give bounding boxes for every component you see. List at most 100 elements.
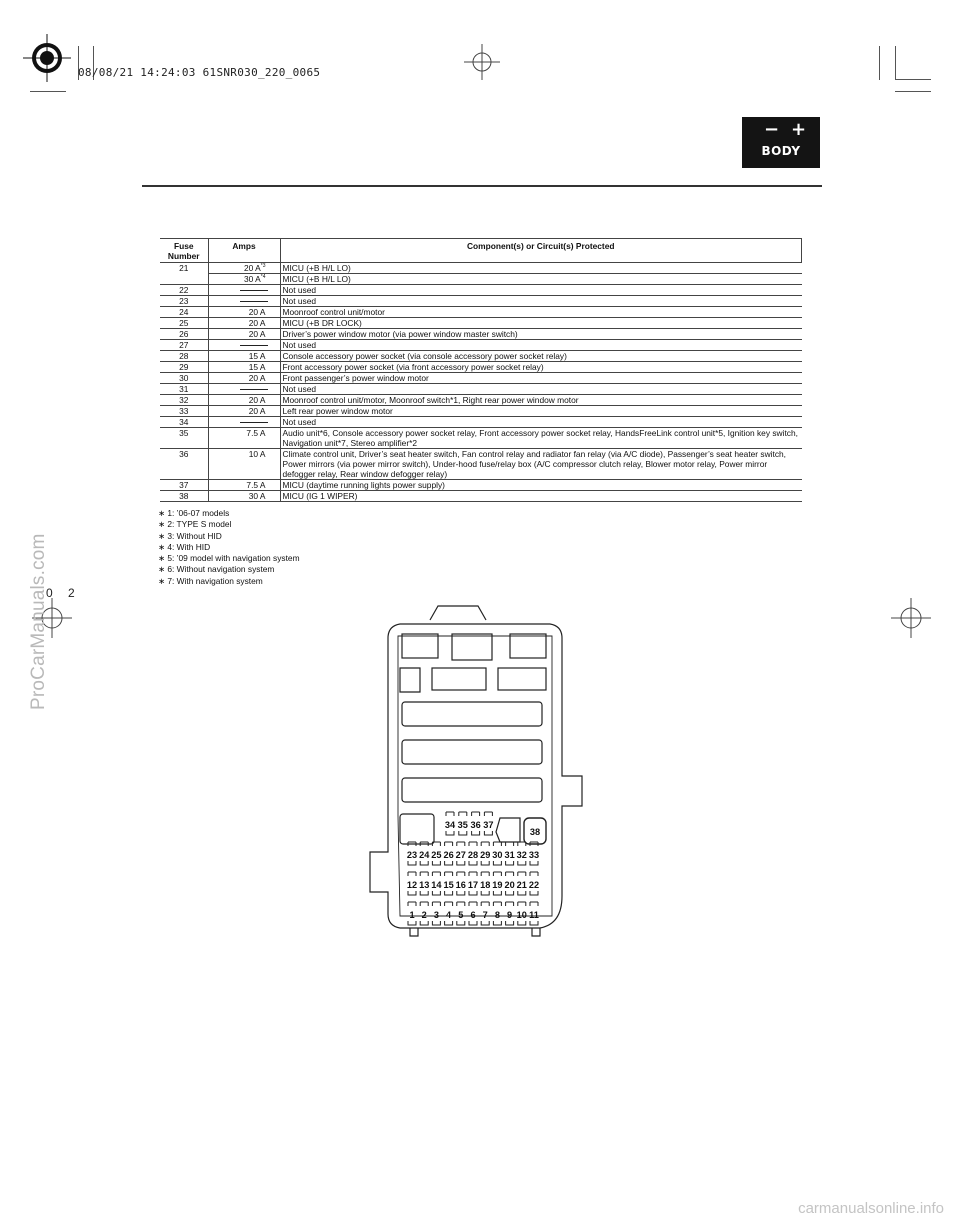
amps-footnote-ref: *3	[260, 263, 266, 269]
fuse-position-label: 4	[446, 910, 452, 920]
amps-value: 20 A	[248, 395, 266, 405]
crop-mark	[78, 46, 79, 80]
fuse-slot-bottom	[456, 861, 466, 866]
amps-value: 20 A	[248, 406, 266, 416]
battery-plus-icon: +	[791, 119, 807, 140]
fuse-position-label: 2	[422, 910, 427, 920]
empty-dash	[239, 389, 268, 391]
fuse-slot-top	[456, 901, 466, 906]
fuse-position-label: 17	[468, 880, 478, 890]
fuse-position-label: 1	[409, 910, 414, 920]
crop-mark	[93, 46, 94, 80]
fuse-position-label: 6	[470, 910, 475, 920]
fuse-slot-top	[529, 901, 539, 906]
battery-minus-icon: −	[764, 119, 780, 140]
side-watermark: ProCarManuals.com	[28, 533, 49, 710]
fuse-number-cell: 30	[160, 372, 209, 384]
fuse-number-cell: 28	[160, 350, 209, 362]
fuse-slot-bottom	[529, 921, 539, 926]
fuse-slot-bottom	[492, 861, 502, 866]
component-cell: Front passenger’s power window motor	[279, 372, 802, 384]
fuse-slot-top	[471, 811, 481, 816]
crop-mark	[895, 46, 896, 80]
fuse-number-cell: 31	[160, 383, 209, 395]
amps-cell	[207, 295, 281, 307]
fuse-number-cell	[160, 273, 209, 285]
print-timestamp: 08/08/21 14:24:03 61SNR030_220_0065	[78, 66, 321, 79]
fuse-slot-top	[445, 811, 455, 816]
fuse-position-label: 5	[458, 910, 463, 920]
footer-watermark: carmanualsonline.info	[798, 1200, 944, 1217]
amps-value: 30 A	[244, 274, 261, 284]
footnote: ∗ 2: TYPE S model	[158, 519, 232, 530]
fuse-number-cell: 23	[160, 295, 209, 307]
fuse-slot-bottom	[517, 921, 527, 926]
amps-cell	[207, 383, 281, 395]
page-number: 0 2	[46, 586, 81, 600]
fuse-slot-bottom	[407, 921, 417, 926]
fuse-position-label: 28	[468, 850, 478, 860]
fuse-slot-bottom	[480, 861, 490, 866]
component-cell: Not used	[279, 284, 802, 296]
fuse-position-label: 19	[492, 880, 502, 890]
amps-footnote-ref: *4	[260, 274, 266, 280]
fuse-slot-top	[458, 811, 468, 816]
amps-cell: 20 A	[207, 394, 281, 406]
component-cell: Audio unit*6, Console accessory power so…	[279, 427, 802, 449]
amps-cell: 15 A	[207, 350, 281, 362]
crop-mark	[895, 91, 931, 92]
fuse-slot-bottom	[492, 891, 502, 896]
fuse-slot-bottom	[517, 891, 527, 896]
fuse-position-label: 18	[480, 880, 490, 890]
fuse-slot-bottom	[444, 921, 454, 926]
amps-cell: 7.5 A	[207, 427, 281, 449]
table-header-row: Fuse Number Amps Component(s) or Circuit…	[160, 238, 802, 263]
fuse-table: Fuse Number Amps Component(s) or Circuit…	[160, 238, 802, 502]
component-cell: Moonroof control unit/motor	[279, 306, 802, 318]
fuse-slot-bottom	[468, 921, 478, 926]
footnote: ∗ 4: With HID	[158, 541, 211, 552]
amps-value: 30 A	[248, 491, 266, 501]
fuse-position-label: 21	[517, 880, 527, 890]
fuse-slot-top	[517, 841, 527, 846]
component-cell: MICU (IG 1 WIPER)	[279, 490, 802, 502]
fuse-number-cell: 34	[160, 416, 209, 428]
fuse-position-label: 34	[445, 820, 456, 830]
fuse-slot-top	[419, 871, 429, 876]
fuse-slot-bottom	[529, 891, 539, 896]
amps-value: 10 A	[248, 449, 266, 459]
fuse-slot-bottom	[505, 891, 515, 896]
fuse-slot-top	[468, 841, 478, 846]
fuse-slot-bottom	[419, 921, 429, 926]
fuse-position-label: 35	[458, 820, 468, 830]
amps-cell	[207, 416, 281, 428]
amps-value: 15 A	[248, 362, 266, 372]
fuse-number-cell: 25	[160, 317, 209, 329]
crop-mark	[30, 91, 66, 92]
amps-cell: 20 A	[207, 372, 281, 384]
fuse-slot-top	[444, 841, 454, 846]
component-cell: MICU (+B DR LOCK)	[279, 317, 802, 329]
fuse-slot-bottom	[480, 891, 490, 896]
header-divider	[142, 185, 822, 187]
fuse-slot-top	[444, 901, 454, 906]
fuse-number-cell: 29	[160, 361, 209, 373]
fuse-position-label: 3	[434, 910, 439, 920]
fuse-slot-bottom	[419, 891, 429, 896]
fuse-slot-bottom	[419, 861, 429, 866]
fuse-position-label: 9	[507, 910, 512, 920]
amps-cell: 7.5 A	[207, 479, 281, 491]
fuse-position-label: 13	[419, 880, 429, 890]
fuse-number-cell: 37	[160, 479, 209, 491]
fuse-slot-bottom	[480, 921, 490, 926]
footnote: ∗ 7: With navigation system	[158, 575, 263, 586]
fuse-position-label: 23	[407, 850, 417, 860]
